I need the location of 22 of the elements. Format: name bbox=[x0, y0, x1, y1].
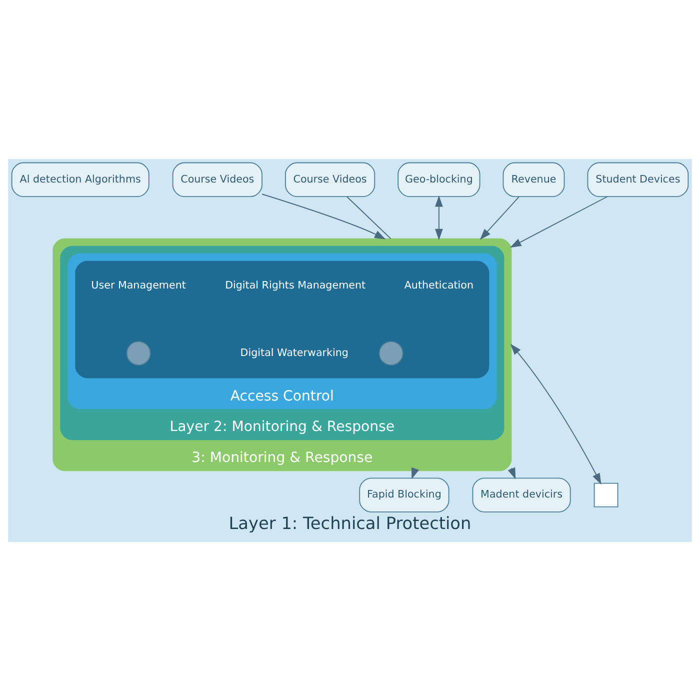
node-box: Revenue bbox=[502, 162, 565, 197]
node-box: Al detection Algorithms bbox=[11, 162, 150, 197]
arrow bbox=[510, 196, 608, 248]
node-circle bbox=[378, 340, 404, 366]
node-box: Fapid Blocking bbox=[359, 477, 450, 512]
node-box: Geo-blocking bbox=[398, 162, 480, 197]
node-box: Course Videos bbox=[172, 162, 262, 197]
node-text: Authetication bbox=[404, 278, 474, 291]
node-box: Course Videos bbox=[285, 162, 376, 197]
caption: Layer 1: Technical Protection bbox=[228, 512, 472, 533]
arrow bbox=[262, 193, 386, 239]
node-box: Madent devicirs bbox=[472, 477, 571, 512]
node-text: Digital Rights Management bbox=[225, 278, 366, 291]
node-text: Digital Waterwarking bbox=[240, 346, 348, 358]
node-box bbox=[594, 482, 618, 507]
connector bbox=[346, 196, 392, 239]
cluster bbox=[75, 260, 490, 378]
node-text: User Management bbox=[91, 278, 186, 291]
arrow bbox=[435, 194, 443, 240]
arrow bbox=[480, 196, 520, 240]
node-circle bbox=[126, 340, 151, 366]
node-box: Student Devices bbox=[587, 162, 689, 197]
